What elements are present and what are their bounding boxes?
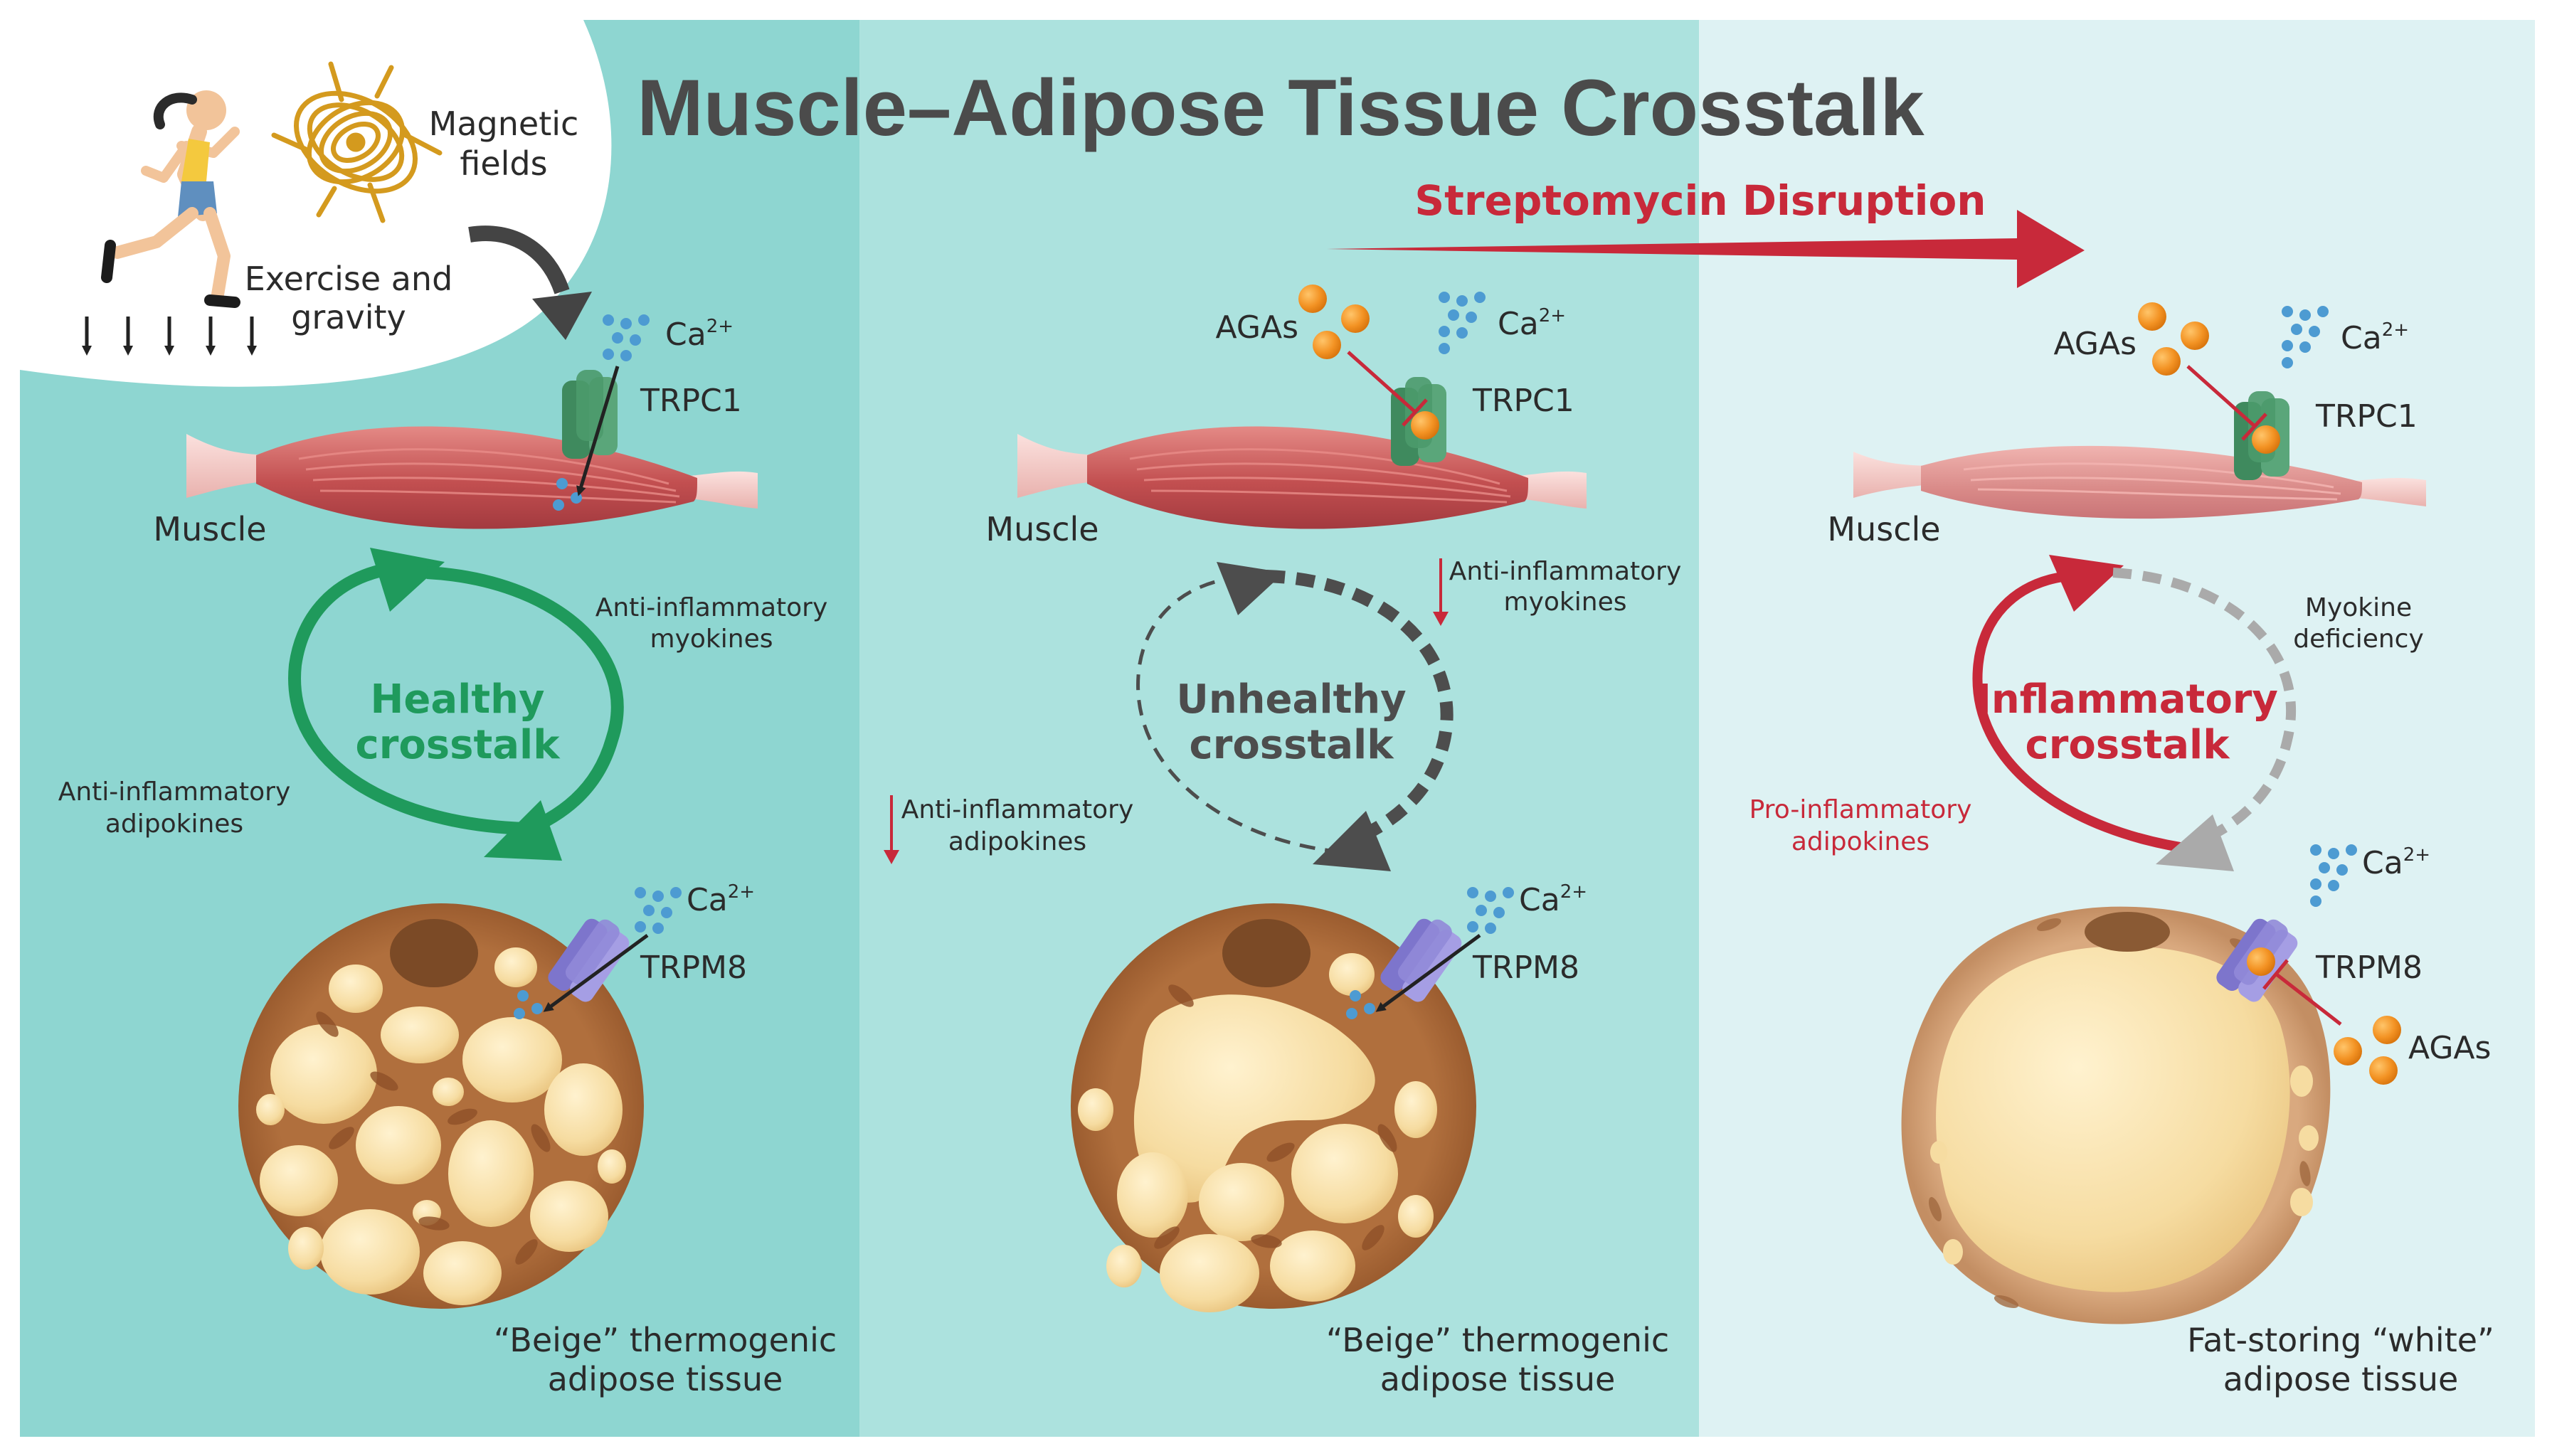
- trpc1-channel-1: [562, 370, 618, 459]
- magnetic-fields-label-2: fields: [460, 144, 547, 183]
- panel-3: Muscle TRPC1 AGAs Ca2+ Inflammatory cros…: [1749, 302, 2494, 1398]
- top-signal-label-1: Anti-inflammatory: [595, 593, 828, 622]
- unhealthy-cycle-right-arc: [1266, 570, 1454, 849]
- top-signal-label-2b: myokines: [1504, 588, 1627, 617]
- adipose-label-2: “Beige” thermogenic: [1326, 1321, 1669, 1359]
- calcium-ions-1: [553, 314, 650, 511]
- calcium-influx-arrow-2b: [1375, 933, 1481, 1012]
- adipose-label-1: “Beige” thermogenic: [494, 1321, 837, 1359]
- runner-icon: [101, 90, 240, 308]
- cycle-label-1b: crosstalk: [356, 722, 561, 768]
- ca-label-2: Ca2+: [1498, 305, 1566, 342]
- stimuli-arrow-head: [532, 292, 592, 340]
- cycle-label-3: Inflammatory: [1976, 676, 2278, 723]
- ca-label-1: Ca2+: [665, 316, 734, 353]
- inflammatory-cycle-right-arrowhead: [2156, 814, 2234, 871]
- stimuli-bubble: [20, 20, 612, 387]
- aga-inhibition-3: [2186, 365, 2267, 441]
- myokine-decrease-arrowhead-2: [1433, 612, 1449, 626]
- magnetic-field-icon: [271, 61, 443, 223]
- top-signal-label-3b: deficiency: [2293, 625, 2424, 654]
- aga-label-3b: AGAs: [2408, 1030, 2491, 1066]
- aga-blocking-molecule-3b: [2247, 947, 2275, 976]
- trpc1-label-1: TRPC1: [640, 383, 742, 419]
- bottom-signal-label-3b: adipokines: [1791, 827, 1929, 856]
- aga-inhibition-3b: [2262, 959, 2342, 1026]
- disruption-arrow: [1327, 210, 2085, 288]
- healthy-cycle-left-arrowhead: [370, 548, 445, 612]
- bottom-signal-label-2: Anti-inflammatory: [901, 795, 1134, 824]
- healthy-cycle-right-arc: [426, 566, 624, 842]
- diagram-title: Muscle–Adipose Tissue Crosstalk: [637, 63, 1924, 152]
- white-adipose-cell-3: [1901, 906, 2331, 1324]
- adipose-label-3b: adipose tissue: [2223, 1360, 2459, 1398]
- aga-cluster-3b: [2334, 1016, 2401, 1085]
- calcium-ions-2b: [1346, 887, 1514, 1019]
- calcium-influx-arrow-1: [576, 366, 620, 496]
- muscle-label-3: Muscle: [1827, 510, 1940, 548]
- aga-cluster-2: [1298, 285, 1370, 359]
- bottom-signal-label-2b: adipokines: [948, 827, 1086, 856]
- adipokine-decrease-arrowhead-2: [884, 850, 899, 864]
- muscle-label-2: Muscle: [985, 510, 1098, 548]
- top-signal-label-3: Myokine: [2305, 593, 2412, 622]
- cycle-label-3b: crosstalk: [2026, 722, 2231, 768]
- cycle-label-2b: crosstalk: [1190, 722, 1395, 768]
- cycle-label-2: Unhealthy: [1176, 676, 1406, 723]
- aga-label-2: AGAs: [1216, 309, 1298, 346]
- trpm8-label-2: TRPM8: [1472, 950, 1579, 986]
- panel-2: Muscle TRPC1 AGAs Ca2+ Unhealthy crossta…: [884, 285, 1681, 1398]
- healthy-cycle-right-arrowhead: [484, 800, 562, 861]
- adipose-label-3: Fat-storing “white”: [2187, 1321, 2494, 1359]
- ca-label-2b: Ca2+: [1519, 881, 1587, 918]
- inflammatory-cycle-left-arrowhead: [2049, 555, 2124, 612]
- bottom-signal-label-1: Anti-inflammatory: [58, 777, 291, 807]
- inflammatory-cycle-left-arc: [1972, 571, 2199, 855]
- calcium-ions-3b: [2310, 844, 2357, 907]
- stimuli-arrow: [468, 225, 570, 294]
- aga-inhibition-2: [1347, 351, 1428, 427]
- muscle-label-1: Muscle: [153, 510, 266, 548]
- aga-label-3: AGAs: [2054, 326, 2137, 362]
- bottom-signal-label-3: Pro-inflammatory: [1749, 795, 1972, 824]
- top-signal-label-2: Anti-inflammatory: [1449, 557, 1682, 586]
- trpm8-label-3: TRPM8: [2315, 950, 2423, 986]
- trpc1-label-2: TRPC1: [1472, 383, 1574, 419]
- trpc1-label-3: TRPC1: [2315, 398, 2418, 435]
- aga-cluster-3: [2138, 302, 2209, 376]
- magnetic-fields-label: Magnetic: [429, 105, 579, 143]
- ca-label-3b: Ca2+: [2362, 844, 2430, 881]
- ca-label-3: Ca2+: [2341, 319, 2409, 356]
- cycle-label-1: Healthy: [371, 676, 545, 723]
- adipose-label-2b: adipose tissue: [1380, 1360, 1616, 1398]
- trpm8-label-1: TRPM8: [640, 950, 747, 986]
- trpm8-channel-2: [1380, 918, 1462, 1002]
- healthy-cycle-left-arc: [288, 563, 527, 835]
- inflammatory-cycle-right-arc: [2112, 568, 2296, 848]
- beige-adipose-cell-1: [238, 903, 644, 1309]
- calcium-ions-3: [2282, 306, 2329, 368]
- calcium-influx-arrow-1b: [543, 933, 649, 1012]
- exercise-label: Exercise and: [245, 260, 453, 298]
- calcium-ions-1b: [514, 887, 682, 1019]
- beige-adipose-cell-2: [1071, 903, 1476, 1312]
- aga-blocking-molecule-3: [2252, 425, 2280, 454]
- trpm8-channel-1: [548, 918, 630, 1002]
- unhealthy-cycle-left-arc: [1136, 578, 1367, 856]
- ca-label-1b: Ca2+: [687, 881, 755, 918]
- exercise-label-2: gravity: [291, 298, 406, 336]
- panel-1: Muscle TRPC1 Ca2+ Healthy crosstalk Anti…: [58, 314, 837, 1398]
- top-signal-label-1b: myokines: [650, 625, 773, 654]
- bottom-signal-label-1b: adipokines: [105, 809, 243, 839]
- calcium-ions-2: [1439, 292, 1486, 354]
- unhealthy-cycle-right-arrowhead: [1313, 811, 1391, 871]
- gravity-arrows: [82, 317, 257, 356]
- adipose-label-1b: adipose tissue: [548, 1360, 783, 1398]
- aga-blocking-molecule-2: [1411, 411, 1439, 440]
- disruption-label: Streptomycin Disruption: [1414, 176, 1986, 225]
